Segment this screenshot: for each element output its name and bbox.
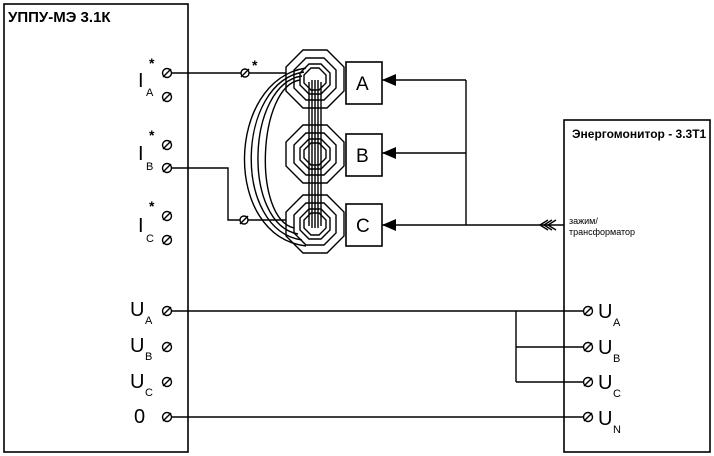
svg-text:U: U xyxy=(130,299,144,321)
left-device-box xyxy=(3,3,189,453)
svg-text:A: A xyxy=(146,87,154,99)
wire-mark-star: * xyxy=(252,57,258,73)
clamp-label-line1: зажим/ xyxy=(569,216,598,226)
svg-text:*: * xyxy=(149,198,155,214)
svg-text:U: U xyxy=(598,301,612,323)
terminal-uc-left xyxy=(161,376,173,388)
right-device-box xyxy=(563,119,711,453)
svg-text:B: B xyxy=(613,353,620,365)
current-input-ia: I A * xyxy=(138,55,155,99)
svg-text:N: N xyxy=(613,424,621,436)
svg-text:I: I xyxy=(138,215,144,237)
voltage-input-ua-left: U A xyxy=(130,299,153,327)
left-device-title: УППУ-МЭ 3.1К xyxy=(8,9,111,26)
svg-text:C: C xyxy=(356,216,370,237)
terminal-ua-right xyxy=(582,305,594,317)
left-terminals xyxy=(161,67,173,423)
terminal-ib xyxy=(161,162,173,174)
svg-text:B: B xyxy=(146,161,153,173)
svg-text:U: U xyxy=(598,337,612,359)
terminal-zero-left xyxy=(161,411,173,423)
current-wires xyxy=(172,68,286,225)
svg-text:B: B xyxy=(145,351,152,363)
current-input-ic: I C * xyxy=(138,198,155,245)
terminal-ic-star xyxy=(161,210,173,222)
svg-text:C: C xyxy=(146,233,154,245)
svg-text:U: U xyxy=(598,408,612,430)
svg-text:U: U xyxy=(130,335,144,357)
voltage-wires xyxy=(172,310,583,418)
phase-box-b: B xyxy=(345,133,383,177)
svg-text:U: U xyxy=(598,372,612,394)
svg-text:C: C xyxy=(145,387,153,399)
svg-text:I: I xyxy=(138,70,144,92)
svg-text:*: * xyxy=(149,55,155,71)
svg-text:A: A xyxy=(613,317,621,329)
svg-text:B: B xyxy=(356,146,369,167)
voltage-input-un-right: U N xyxy=(598,408,621,436)
svg-text:A: A xyxy=(145,315,153,327)
clamp-label-line2: трансформатор xyxy=(569,227,635,237)
phase-box-a: A xyxy=(345,61,383,105)
svg-text:A: A xyxy=(356,74,369,95)
terminal-ua-left xyxy=(161,305,173,317)
clamp-signal-lines xyxy=(382,74,564,231)
voltage-input-zero-left: 0 xyxy=(134,406,145,428)
voltage-input-uc-right: U C xyxy=(598,372,621,400)
current-clamps xyxy=(243,49,345,254)
voltage-input-ua-right: U A xyxy=(598,301,621,329)
voltage-input-ub-left: U B xyxy=(130,335,152,363)
terminal-ia-star xyxy=(161,67,173,79)
terminal-ub-left xyxy=(161,341,173,353)
svg-text:C: C xyxy=(613,388,621,400)
voltage-input-ub-right: U B xyxy=(598,337,620,365)
right-terminals xyxy=(582,305,594,423)
right-device-title: Энергомонитор - 3.3Т1 xyxy=(572,127,707,141)
terminal-uc-right xyxy=(582,376,594,388)
voltage-input-uc-left: U C xyxy=(130,371,153,399)
svg-text:U: U xyxy=(130,371,144,393)
terminal-ub-right xyxy=(582,341,594,353)
terminal-un-right xyxy=(582,411,594,423)
svg-text:*: * xyxy=(149,127,155,143)
terminal-ib-star xyxy=(161,139,173,151)
svg-text:0: 0 xyxy=(134,406,145,428)
current-input-ib: I B * xyxy=(138,127,155,173)
phase-box-c: C xyxy=(345,203,383,247)
terminal-ia xyxy=(161,91,173,103)
conductor-bundle xyxy=(243,67,322,247)
terminal-ic xyxy=(161,234,173,246)
svg-text:I: I xyxy=(138,143,144,165)
